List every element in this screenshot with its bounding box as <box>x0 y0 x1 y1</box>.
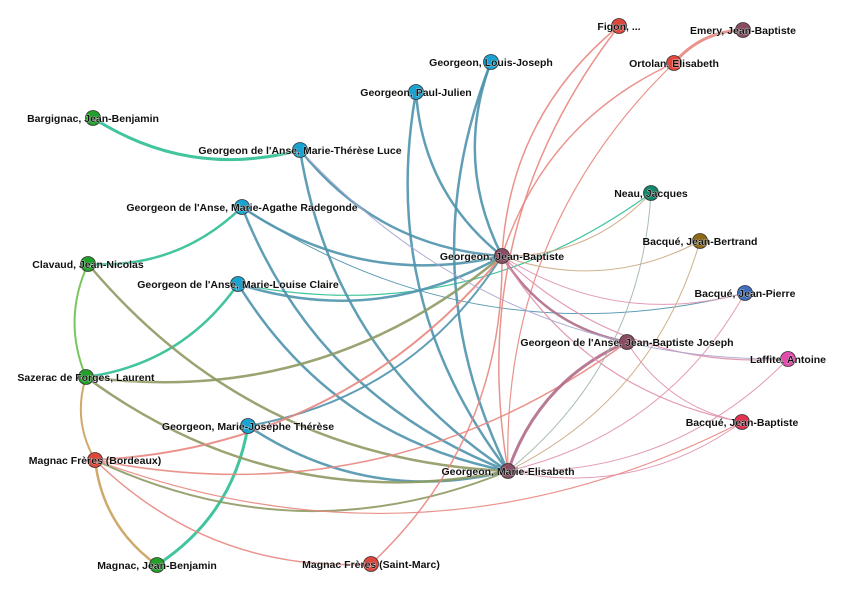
edge-jb_joseph-marie_elisabeth <box>506 340 629 473</box>
node-sazerac[interactable] <box>78 369 94 385</box>
node-label-neau: Neau, Jacques <box>614 188 688 200</box>
edge-marie_elisabeth-bacque_jb2 <box>507 240 701 472</box>
edge-magnac_jb-mj_therese <box>155 424 250 567</box>
node-label-laffite: Laffite, Antoine <box>750 354 826 366</box>
node-label-emery: Emery, Jean-Baptiste <box>690 25 796 37</box>
edge-ml_claire-jean_baptiste <box>236 254 504 302</box>
node-neau[interactable] <box>643 185 659 201</box>
edge-paul_julien-jean_baptiste <box>414 90 504 258</box>
node-label-sazerac: Sazerac de Forges, Laurent <box>17 372 155 384</box>
edge-magnac_bdx-bacque_jbap <box>94 421 743 515</box>
node-ml_claire[interactable] <box>230 276 246 292</box>
node-label-clavaud: Clavaud, Jean-Nicolas <box>32 259 144 271</box>
edge-mt_luce-laffite <box>299 149 789 360</box>
edge-ml_claire-marie_elisabeth <box>236 282 510 473</box>
edge-louis_joseph-marie_elisabeth <box>452 60 510 473</box>
node-jb_joseph[interactable] <box>619 334 635 350</box>
edge-magnac_bdx-magnac_jb <box>93 458 159 567</box>
edge-jean_baptiste-bacque_jb2 <box>501 240 701 272</box>
edge-bargignac-mt_luce <box>91 116 302 162</box>
node-label-paul_julien: Georgeon, Paul-Julien <box>360 87 471 99</box>
edge-marie_elisabeth-neau <box>507 192 652 472</box>
node-figon[interactable] <box>611 18 627 34</box>
edge-marie_elisabeth-bacque_jbap <box>507 421 743 479</box>
edge-sazerac-jean_baptiste <box>84 254 504 384</box>
edge-ortolan-jean_baptiste <box>501 62 675 257</box>
edge-louis_joseph-jean_baptiste <box>473 60 504 258</box>
node-emery[interactable] <box>735 22 751 38</box>
node-label-magnac_sm: Magnac Frères (Saint-Marc) <box>302 559 440 571</box>
node-label-magnac_bdx: Magnac Frères (Bordeaux) <box>29 455 161 467</box>
edge-paul_julien-marie_elisabeth <box>406 90 510 473</box>
edge-marie_elisabeth-bacque_jp <box>507 292 746 472</box>
edge-emery-ortolan <box>672 28 745 65</box>
edges-layer <box>73 25 789 567</box>
edge-figon-marie_elisabeth <box>498 25 620 472</box>
node-label-mt_luce: Georgeon de l'Anse, Marie-Thérèse Luce <box>198 145 401 157</box>
node-magnac_sm[interactable] <box>363 556 379 572</box>
edge-clavaud-ma_radegonde <box>86 205 244 266</box>
node-bacque_jp[interactable] <box>737 285 753 301</box>
node-label-louis_joseph: Georgeon, Louis-Joseph <box>429 57 553 69</box>
node-label-ml_claire: Georgeon de l'Anse, Marie-Louise Claire <box>137 279 339 291</box>
node-louis_joseph[interactable] <box>483 54 499 70</box>
node-bacque_jb2[interactable] <box>692 233 708 249</box>
node-label-ma_radegonde: Georgeon de l'Anse, Marie-Agathe Radegon… <box>126 202 357 214</box>
node-ortolan[interactable] <box>666 55 682 71</box>
edge-magnac_sm-jean_baptiste <box>370 255 503 565</box>
edge-magnac_bdx-marie_elisabeth <box>94 459 509 513</box>
node-magnac_jb[interactable] <box>149 557 165 573</box>
node-label-marie_elisabeth: Georgeon, Marie-Elisabeth <box>441 466 574 478</box>
edge-mt_luce-jean_baptiste <box>298 148 504 258</box>
edge-magnac_bdx-magnac_sm <box>94 459 372 566</box>
edge-sazerac-magnac_bdx <box>79 376 96 461</box>
node-mt_luce[interactable] <box>292 142 308 158</box>
node-label-bacque_jbap: Bacqué, Jean-Baptiste <box>686 417 799 429</box>
node-label-bacque_jp: Bacqué, Jean-Pierre <box>695 288 796 300</box>
node-label-ortolan: Ortolan, Elisabeth <box>629 58 719 70</box>
node-bacque_jbap[interactable] <box>734 414 750 430</box>
edge-jean_baptiste-bacque_jbap <box>501 255 743 423</box>
node-clavaud[interactable] <box>80 256 96 272</box>
edge-magnac_bdx-jean_baptiste <box>94 255 503 461</box>
edge-jean_baptiste-bacque_jp <box>501 255 746 305</box>
node-ma_radegonde[interactable] <box>234 199 250 215</box>
node-label-bacque_jb2: Bacqué, Jean-Bertrand <box>643 236 758 248</box>
node-label-bargignac: Bargignac, Jean-Benjamin <box>27 113 159 125</box>
node-bargignac[interactable] <box>85 110 101 126</box>
node-label-figon: Figon, ... <box>597 21 640 33</box>
node-marie_elisabeth[interactable] <box>500 463 516 479</box>
edge-ma_radegonde-bacque_jp <box>241 206 746 315</box>
node-jean_baptiste[interactable] <box>494 248 510 264</box>
node-label-jb_joseph: Georgeon de l'Anse, Jean-Baptiste Joseph <box>520 337 733 349</box>
edge-clavaud-marie_elisabeth <box>86 262 510 473</box>
edge-clavaud-sazerac <box>73 263 89 378</box>
edge-ortolan-marie_elisabeth <box>507 62 675 472</box>
edge-jean_baptiste-neau <box>501 192 652 257</box>
node-mj_therese[interactable] <box>240 418 256 434</box>
edge-jb_joseph-bacque_jbap <box>626 341 743 423</box>
edge-marie_elisabeth-laffite <box>507 358 789 472</box>
node-paul_julien[interactable] <box>408 84 424 100</box>
node-laffite[interactable] <box>780 351 796 367</box>
edge-sazerac-marie_elisabeth <box>84 375 510 484</box>
edge-sazerac-ml_claire <box>84 282 240 379</box>
node-label-magnac_jb: Magnac, Jean-Benjamin <box>97 560 217 572</box>
node-magnac_bdx[interactable] <box>87 452 103 468</box>
nodes-layer <box>78 18 796 573</box>
node-label-jean_baptiste: Georgeon, Jean-Baptiste <box>440 251 564 263</box>
node-label-mj_therese: Georgeon, Marie-Josèphe Thérèse <box>162 421 334 433</box>
edge-magnac_bdx-jb_joseph <box>94 341 628 476</box>
edge-figon-jean_baptiste <box>501 25 620 257</box>
